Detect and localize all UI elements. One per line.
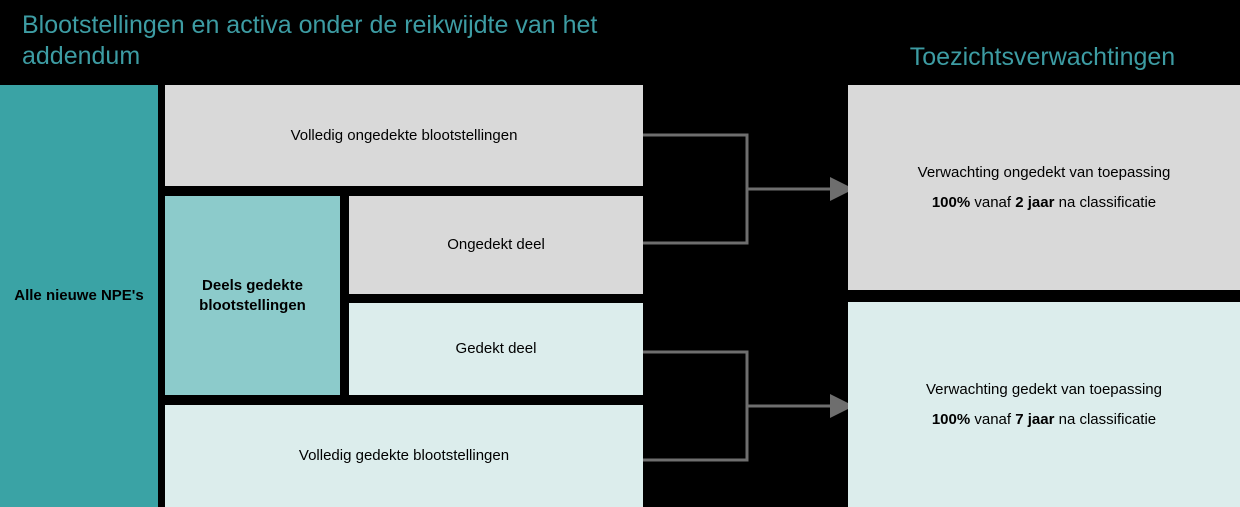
box-uncovered-part: Ongedekt deel xyxy=(349,196,643,294)
box-partially-covered-exposures: Deels gedekte blootstellingen xyxy=(165,196,340,395)
expectation-covered-line2: 100% vanaf 7 jaar na classificatie xyxy=(926,405,1162,435)
box-expectation-uncovered: Verwachting ongedekt van toepassing 100%… xyxy=(848,85,1240,290)
expectation-uncovered-end: na classificatie xyxy=(1054,193,1157,211)
bracket-uncovered-to-expectation xyxy=(643,133,854,245)
expectation-covered-years: 7 jaar xyxy=(1015,410,1055,428)
expectation-uncovered-mid: vanaf xyxy=(970,193,1016,211)
bracket-covered-to-expectation xyxy=(643,350,854,462)
expectation-uncovered-line1: Verwachting ongedekt van toepassing xyxy=(917,163,1171,181)
box-fully-uncovered-exposures: Volledig ongedekte blootstellingen xyxy=(165,85,643,186)
expectation-covered-percent: 100% xyxy=(931,410,971,428)
page-title-left: Blootstellingen en activa onder de reikw… xyxy=(22,11,598,70)
expectation-covered-mid: vanaf xyxy=(970,410,1016,428)
expectation-uncovered-years: 2 jaar xyxy=(1015,193,1055,211)
page-title-right: Toezichtsverwachtingen xyxy=(909,43,1176,71)
box-fully-covered-exposures: Volledig gedekte blootstellingen xyxy=(165,405,643,507)
box-expectation-covered: Verwachting gedekt van toepassing 100% v… xyxy=(848,302,1240,507)
box-covered-part: Gedekt deel xyxy=(349,303,643,395)
expectation-uncovered-line2: 100% vanaf 2 jaar na classificatie xyxy=(918,188,1171,218)
expectation-covered-end: na classificatie xyxy=(1054,410,1157,428)
expectation-covered-line1: Verwachting gedekt van toepassing xyxy=(926,380,1162,398)
expectation-uncovered-percent: 100% xyxy=(931,193,971,211)
box-all-new-npe: Alle nieuwe NPE's xyxy=(0,85,158,507)
